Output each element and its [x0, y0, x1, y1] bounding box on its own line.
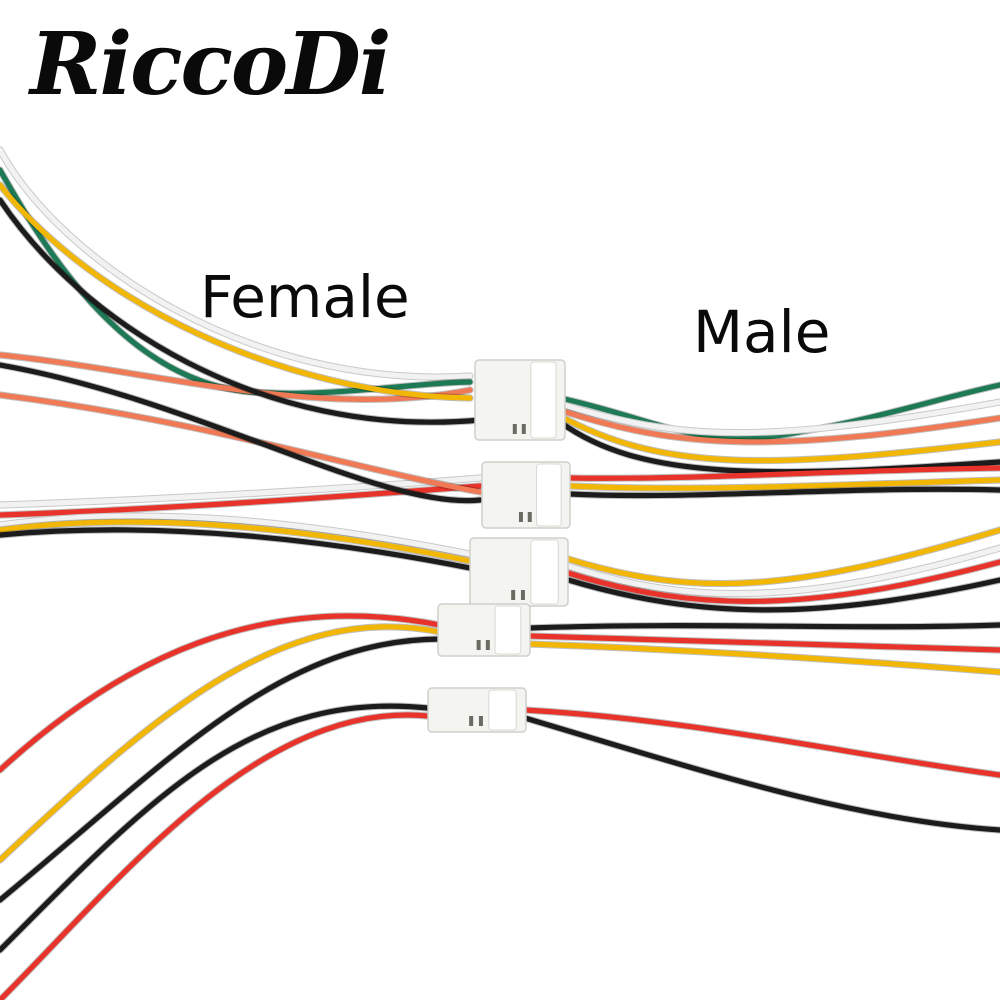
wire-red-3-right — [526, 632, 1000, 654]
wire-black-4b-right — [561, 575, 1000, 614]
wire-black-5-left — [0, 196, 484, 426]
connector-4-pin-b — [469, 537, 569, 607]
wire-yellow-4a-right — [566, 476, 1000, 492]
wire-yellow-4b-right — [561, 526, 1000, 588]
wire-black-3-right — [526, 621, 1000, 632]
wire-black-4a-right — [566, 485, 1000, 500]
wire-yellow-5-left — [0, 181, 474, 402]
wire-orange-4a-left — [0, 391, 484, 496]
wire-black-2-left — [0, 702, 432, 954]
wire-black-2-right — [521, 714, 1000, 834]
wire-white-4b-left — [0, 512, 479, 559]
wire-white-4b-right — [561, 544, 1000, 598]
wire-black-3-left — [0, 635, 444, 904]
wire-yellow-3-left — [0, 623, 444, 864]
wire-red-2-left — [0, 711, 432, 1000]
wire-yellow-4b-left — [0, 518, 479, 566]
wire-red-3-left — [0, 612, 444, 774]
wire-red-2-right — [521, 706, 1000, 779]
wire-orange-5-left — [0, 351, 474, 404]
wire-white-5-right — [556, 398, 1000, 437]
connector-4-pin-a — [481, 461, 571, 529]
wire-white-5-left — [0, 146, 474, 381]
wire-yellow-3-right — [526, 640, 1000, 676]
wire-red-4b-right — [561, 558, 1000, 605]
wire-yellow-5-right — [556, 412, 1000, 465]
wire-orange-5-right — [556, 406, 1000, 446]
wire-black-4a-left — [0, 361, 484, 505]
wire-red-4a-right — [566, 464, 1000, 482]
connector-5-pin — [474, 359, 566, 441]
wire-black-4b-left — [0, 526, 479, 573]
brand-logo: RiccoDi — [30, 14, 391, 115]
wire-white-4a-left — [0, 474, 484, 509]
connector-2-pin — [427, 687, 527, 733]
female-label: Female — [200, 263, 410, 331]
connector-3-pin — [437, 603, 531, 657]
male-label: Male — [693, 298, 831, 366]
